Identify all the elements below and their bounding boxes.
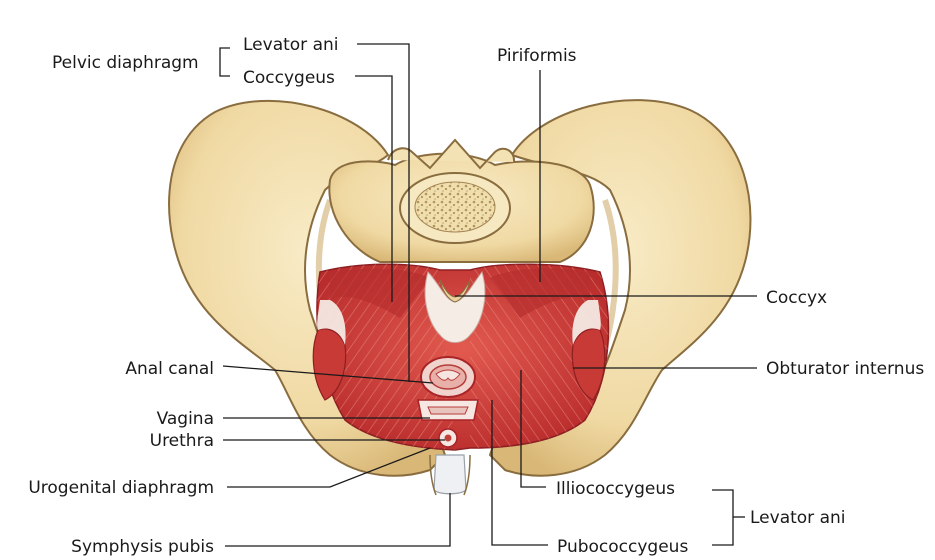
label-urogenital-diaphragm: Urogenital diaphragm <box>28 478 214 498</box>
label-urethra: Urethra <box>150 431 214 451</box>
label-vagina: Vagina <box>157 409 214 429</box>
label-levator-ani-top: Levator ani <box>243 35 338 55</box>
symphysis-pubis <box>434 455 466 494</box>
label-pubococcygeus: Pubococcygeus <box>557 537 688 557</box>
label-coccygeus: Coccygeus <box>243 68 335 88</box>
label-iliococcygeus: Illiococcygeus <box>556 479 675 499</box>
label-obturator-internus: Obturator internus <box>766 359 924 379</box>
label-levator-ani-right: Levator ani <box>750 508 845 528</box>
pelvic-floor-muscles <box>313 264 608 450</box>
label-piriformis: Piriformis <box>497 46 577 66</box>
label-coccyx: Coccyx <box>766 288 827 308</box>
label-anal-canal: Anal canal <box>125 359 214 379</box>
label-symphysis-pubis: Symphysis pubis <box>71 537 214 557</box>
label-pelvic-diaphragm: Pelvic diaphragm <box>52 53 199 73</box>
